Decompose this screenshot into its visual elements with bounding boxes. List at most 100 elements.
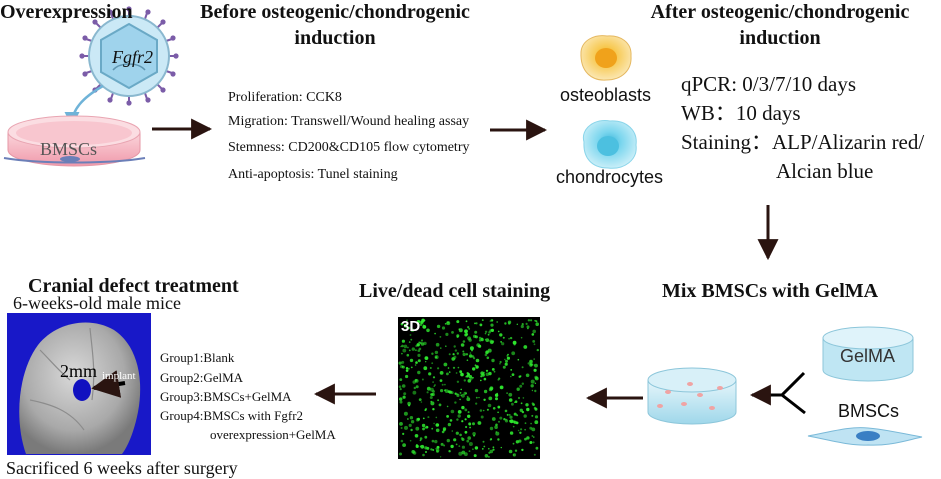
fluorescent-cell-dot — [509, 415, 513, 419]
fluorescent-cell-dot — [496, 321, 499, 323]
fluorescent-cell-dot — [461, 405, 465, 410]
fluorescent-cell-dot — [435, 428, 440, 433]
skull-ct-image — [7, 313, 151, 455]
fluorescent-cell-dot — [526, 436, 530, 440]
fluorescent-cell-dot — [460, 372, 464, 377]
fluorescent-cell-dot — [469, 346, 474, 351]
fluorescent-cell-dot — [533, 453, 536, 456]
fluorescent-cell-dot — [527, 319, 531, 322]
fluorescent-cell-dot — [468, 328, 471, 330]
fluorescent-cell-dot — [435, 423, 440, 427]
fluorescent-cell-dot — [435, 416, 438, 419]
fluorescent-cell-dot — [484, 330, 488, 333]
fluorescent-cell-dot — [439, 456, 442, 458]
fluorescent-cell-dot — [399, 378, 403, 381]
fluorescent-cell-dot — [519, 375, 522, 377]
fluorescent-cell-dot — [449, 419, 453, 422]
3d-badge: 3D — [401, 318, 421, 335]
fluorescent-cell-dot — [464, 452, 468, 457]
fluorescent-cell-dot — [431, 439, 435, 443]
fluorescent-cell-dot — [532, 329, 536, 334]
fluorescent-cell-dot — [532, 403, 535, 406]
fluorescent-cell-dot — [530, 379, 535, 384]
fluorescent-cell-dot — [417, 359, 421, 363]
fluorescent-cell-dot — [509, 414, 511, 416]
fluorescent-cell-dot — [533, 436, 535, 438]
fluorescent-cell-dot — [490, 387, 493, 391]
fluorescent-cell-dot — [454, 392, 457, 395]
fluorescent-cell-dot — [420, 320, 424, 324]
gelma-cylinder-icon — [822, 326, 914, 382]
fluorescent-cell-dot — [499, 416, 503, 420]
group-3: Group3:BMSCs+GelMA — [160, 389, 292, 404]
fluorescent-cell-dot — [527, 362, 530, 365]
fluorescent-cell-dot — [455, 443, 458, 446]
fluorescent-cell-dot — [456, 418, 459, 421]
fluorescent-cell-dot — [419, 439, 422, 442]
fluorescent-cell-dot — [534, 420, 539, 425]
fluorescent-cell-dot — [407, 326, 411, 330]
fluorescent-cell-dot — [521, 323, 524, 326]
fluorescent-cell-dot — [494, 393, 499, 397]
fluorescent-cell-dot — [467, 373, 470, 376]
fluorescent-cell-dot — [435, 342, 440, 347]
fluorescent-cell-dot — [429, 367, 432, 369]
fluorescent-cell-dot — [461, 445, 465, 449]
fluorescent-cell-dot — [529, 426, 533, 430]
fluorescent-cell-dot — [420, 342, 425, 346]
fluorescent-cell-dot — [453, 438, 457, 442]
fluorescent-cell-dot — [466, 439, 470, 443]
fluorescent-cell-dot — [474, 335, 477, 338]
fluorescent-cell-dot — [485, 338, 490, 342]
bmsc-cell-icon — [807, 427, 923, 446]
fluorescent-cell-dot — [480, 379, 482, 382]
fluorescent-cell-dot — [532, 441, 535, 444]
fluorescent-cell-dot — [426, 391, 429, 394]
fluorescent-cell-dot — [472, 376, 474, 379]
fluorescent-cell-dot — [405, 374, 409, 379]
fluorescent-cell-dot — [492, 448, 495, 451]
fluorescent-cell-dot — [422, 324, 425, 326]
fluorescent-cell-dot — [401, 365, 404, 368]
fluorescent-cell-dot — [504, 362, 508, 366]
fluorescent-cell-dot — [474, 388, 479, 393]
fluorescent-cell-dot — [450, 409, 455, 414]
fluorescent-cell-dot — [410, 428, 413, 432]
fluorescent-cell-dot — [489, 438, 492, 441]
fluorescent-cell-dot — [464, 329, 468, 334]
fluorescent-cell-dot — [446, 321, 451, 326]
fluorescent-cell-dot — [519, 431, 522, 434]
fluorescent-cell-dot — [399, 397, 403, 401]
fluorescent-cell-dot — [403, 323, 408, 328]
fluorescent-cell-dot — [467, 411, 470, 414]
fluorescent-cell-dot — [533, 368, 537, 372]
fluorescent-cell-dot — [478, 339, 482, 342]
fluorescent-cell-dot — [408, 404, 411, 407]
fluorescent-cell-dot — [411, 347, 415, 351]
fluorescent-cell-dot — [509, 336, 513, 340]
fluorescent-cell-dot — [523, 414, 527, 418]
fluorescent-cell-dot — [499, 360, 502, 364]
fluorescent-cell-dot — [451, 430, 454, 432]
fluorescent-cell-dot — [506, 392, 508, 394]
fluorescent-cell-dot — [436, 324, 441, 329]
fluorescent-cell-dot — [462, 340, 466, 343]
fluorescent-cell-dot — [481, 319, 484, 321]
fluorescent-cell-dot — [407, 401, 411, 406]
fluorescent-cell-dot — [420, 339, 424, 342]
fluorescent-cell-dot — [480, 371, 485, 376]
fluorescent-cell-dot — [412, 390, 417, 395]
fluorescent-cell-dot — [425, 361, 427, 363]
group-1: Group1:Blank — [160, 350, 235, 365]
fluorescent-cell-dot — [422, 417, 425, 420]
fluorescent-cell-dot — [400, 439, 404, 443]
fluorescent-cell-dot — [458, 445, 461, 447]
mix-title: Mix BMSCs with GelMA — [662, 280, 879, 302]
fluorescent-cell-dot — [488, 396, 493, 401]
fluorescent-cell-dot — [419, 445, 422, 448]
fluorescent-cell-dot — [490, 323, 494, 327]
fluorescent-cell-dot — [468, 423, 471, 426]
fluorescent-cell-dot — [508, 392, 513, 397]
assay-anti-apoptosis: Anti-apoptosis: Tunel staining — [228, 167, 398, 182]
